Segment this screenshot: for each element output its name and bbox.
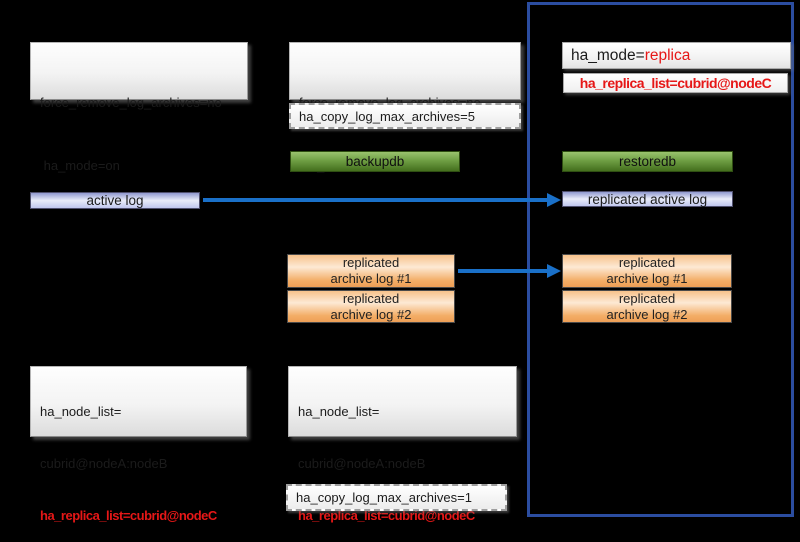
replica-list-box: ha_replica_list=cubrid@nodeC [563, 73, 788, 93]
replica-list-label: ha_replica_list=cubrid@nodeC [579, 75, 772, 91]
ha-mode-replica-box: ha_mode=replica [562, 42, 791, 69]
config-line: ha_node_list= [40, 404, 122, 420]
config-line: cubrid@nodeA:nodeB [40, 456, 168, 472]
active-log-box: active log [30, 192, 200, 209]
right-archive-log-2-box: replicated archive log #2 [562, 290, 732, 323]
config-line: ha_mode=on [40, 158, 120, 173]
config-line: ha_node_list= [298, 404, 380, 420]
copy-log-max-archives-5-box: ha_copy_log_max_archives=5 [289, 103, 521, 129]
archive-log-line: replicated [342, 290, 400, 306]
replicated-active-log-box: replicated active log [562, 191, 733, 207]
replicated-active-log-label: replicated active log [587, 191, 708, 207]
config-box-middle-bottom: ha_node_list= cubrid@nodeA:nodeB ha_repl… [288, 366, 517, 523]
backupdb-box: backupdb [290, 151, 460, 172]
ha-mode-prefix: ha_mode= [571, 46, 645, 64]
backupdb-label: backupdb [345, 154, 405, 169]
copy-log-max-archives-1-label: ha_copy_log_max_archives=1 [296, 490, 472, 505]
config-line: force_remove_log_archives=no [40, 95, 222, 110]
archive-log-line: replicated [618, 290, 676, 306]
copy-log-max-archives-1-box: ha_copy_log_max_archives=1 [286, 484, 507, 511]
restoredb-box: restoredb [562, 151, 733, 172]
archive-log-line: archive log #1 [606, 271, 688, 286]
restoredb-label: restoredb [618, 154, 677, 169]
archive-log-line: archive log #1 [330, 271, 412, 286]
archive-log-line: replicated [342, 255, 400, 270]
archive-log-line: archive log #2 [330, 306, 412, 322]
config-line-replica-list: ha_replica_list=cubrid@nodeC [298, 507, 475, 523]
copy-log-max-archives-5-label: ha_copy_log_max_archives=5 [299, 108, 475, 124]
config-line: cubrid@nodeA:nodeB [298, 456, 426, 472]
archive-log-line: archive log #2 [606, 306, 688, 322]
active-log-label: active log [86, 193, 144, 208]
right-archive-log-1-box: replicated archive log #1 [562, 254, 732, 288]
middle-archive-log-2-box: replicated archive log #2 [287, 290, 455, 323]
config-line-replica-list: ha_replica_list=cubrid@nodeC [40, 507, 217, 523]
ha-mode-value: replica [644, 46, 691, 64]
archive-log-line: replicated [618, 255, 676, 270]
config-box-left-bottom: ha_node_list= cubrid@nodeA:nodeB ha_repl… [30, 366, 247, 523]
config-box-left-top: force_remove_log_archives=no ha_mode=on [30, 42, 248, 173]
config-box-middle-top: force_remove_log_archives=no ha_mode=on [289, 42, 521, 173]
middle-archive-log-1-box: replicated archive log #1 [287, 254, 455, 288]
replica-node-frame [527, 2, 794, 517]
